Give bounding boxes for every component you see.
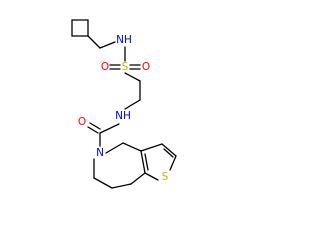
bond: [161, 143, 177, 157]
bond: [124, 72, 141, 82]
atom-n-ring: N: [96, 147, 104, 159]
atom-s-sulfonyl: S: [122, 61, 129, 73]
structure-svg: NH S O O NH O N S: [71, 19, 177, 189]
atom-o-sulfonyl-left: O: [101, 61, 109, 73]
bond: [87, 126, 99, 134]
bond: [144, 172, 159, 181]
bond: [99, 41, 116, 49]
bond: [130, 172, 146, 185]
bond: [144, 153, 149, 171]
molecule-drawing: NH S O O NH O N S: [71, 19, 177, 189]
bond: [122, 142, 142, 152]
bond: [124, 99, 141, 110]
atom-o-carbonyl: O: [78, 116, 86, 128]
bond: [105, 142, 124, 154]
atom-nh-sulfonamide: NH: [116, 34, 132, 46]
bond: [87, 35, 101, 49]
atom-s-thiophene: S: [162, 171, 169, 183]
bond: [111, 183, 132, 189]
bond: [140, 143, 163, 152]
bond: [169, 155, 177, 171]
bond: [89, 122, 101, 130]
atom-o-sulfonyl-right: O: [142, 61, 150, 73]
bond: [140, 150, 146, 174]
bond: [99, 123, 120, 134]
bond: [93, 177, 113, 189]
atom-nh-amide: NH: [115, 110, 131, 122]
bond: [163, 148, 174, 158]
